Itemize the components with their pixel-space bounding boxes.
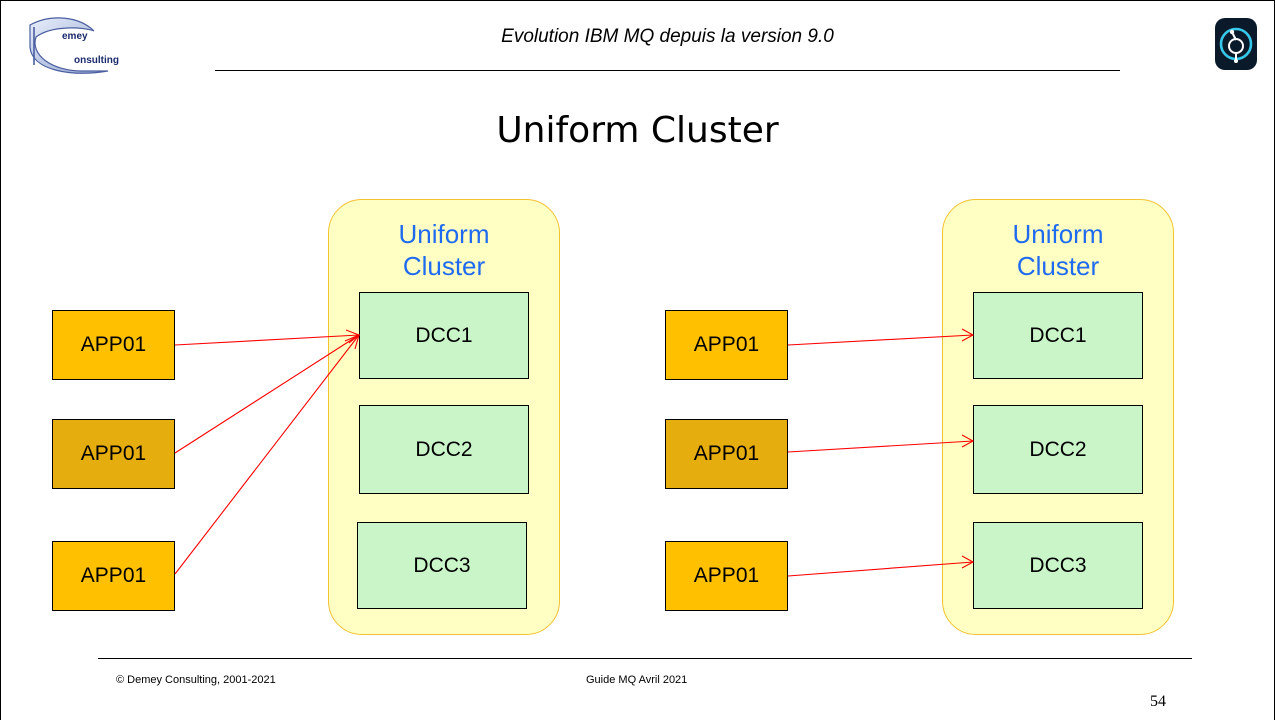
app-box-left-1: APP01 bbox=[52, 310, 175, 380]
slide-title: Uniform Cluster bbox=[496, 110, 779, 151]
cluster-label-right: Uniform Cluster bbox=[1012, 219, 1104, 281]
queue-manager-dcc3-right: DCC3 bbox=[973, 522, 1143, 609]
arrow-left-app3-to-dcc1 bbox=[174, 334, 360, 575]
arrow-right-app3-to-dcc3 bbox=[787, 561, 974, 577]
app-box-right-2: APP01 bbox=[665, 419, 788, 489]
logo-text-line1: emey bbox=[62, 31, 88, 42]
arrowhead-right-dcc1 bbox=[961, 328, 975, 342]
demey-consulting-logo: emey onsulting bbox=[29, 17, 119, 74]
app-box-right-1: APP01 bbox=[665, 310, 788, 380]
arrow-right-app1-to-dcc1 bbox=[787, 334, 974, 346]
arrow-left-app1-to-dcc1 bbox=[174, 334, 360, 346]
footer-guide: Guide MQ Avril 2021 bbox=[586, 674, 688, 686]
arrowhead-right-dcc3 bbox=[961, 555, 975, 569]
queue-manager-dcc3-left: DCC3 bbox=[357, 522, 527, 609]
app-box-left-2: APP01 bbox=[52, 419, 175, 489]
footer-divider bbox=[98, 658, 1192, 659]
arrowhead-left-dcc1-b bbox=[344, 334, 360, 350]
header-title: Evolution IBM MQ depuis la version 9.0 bbox=[501, 26, 834, 47]
queue-manager-dcc1-right: DCC1 bbox=[973, 292, 1143, 379]
arrow-left-app2-to-dcc1 bbox=[174, 334, 360, 454]
arrowhead-right-dcc2 bbox=[961, 434, 975, 448]
footer-copyright: © Demey Consulting, 2001-2021 bbox=[116, 674, 276, 686]
logo-text-line2: onsulting bbox=[74, 55, 119, 66]
cluster-label-left: Uniform Cluster bbox=[398, 219, 490, 281]
app-box-left-3: APP01 bbox=[52, 541, 175, 611]
queue-manager-dcc2-right: DCC2 bbox=[973, 405, 1143, 494]
queue-manager-dcc1-left: DCC1 bbox=[359, 292, 529, 379]
mq-target-logo bbox=[1215, 18, 1257, 70]
page-number: 54 bbox=[1150, 693, 1166, 710]
arrow-right-app2-to-dcc2 bbox=[787, 440, 974, 453]
app-box-right-3: APP01 bbox=[665, 541, 788, 611]
queue-manager-dcc2-left: DCC2 bbox=[359, 405, 529, 494]
header-divider bbox=[215, 70, 1120, 71]
